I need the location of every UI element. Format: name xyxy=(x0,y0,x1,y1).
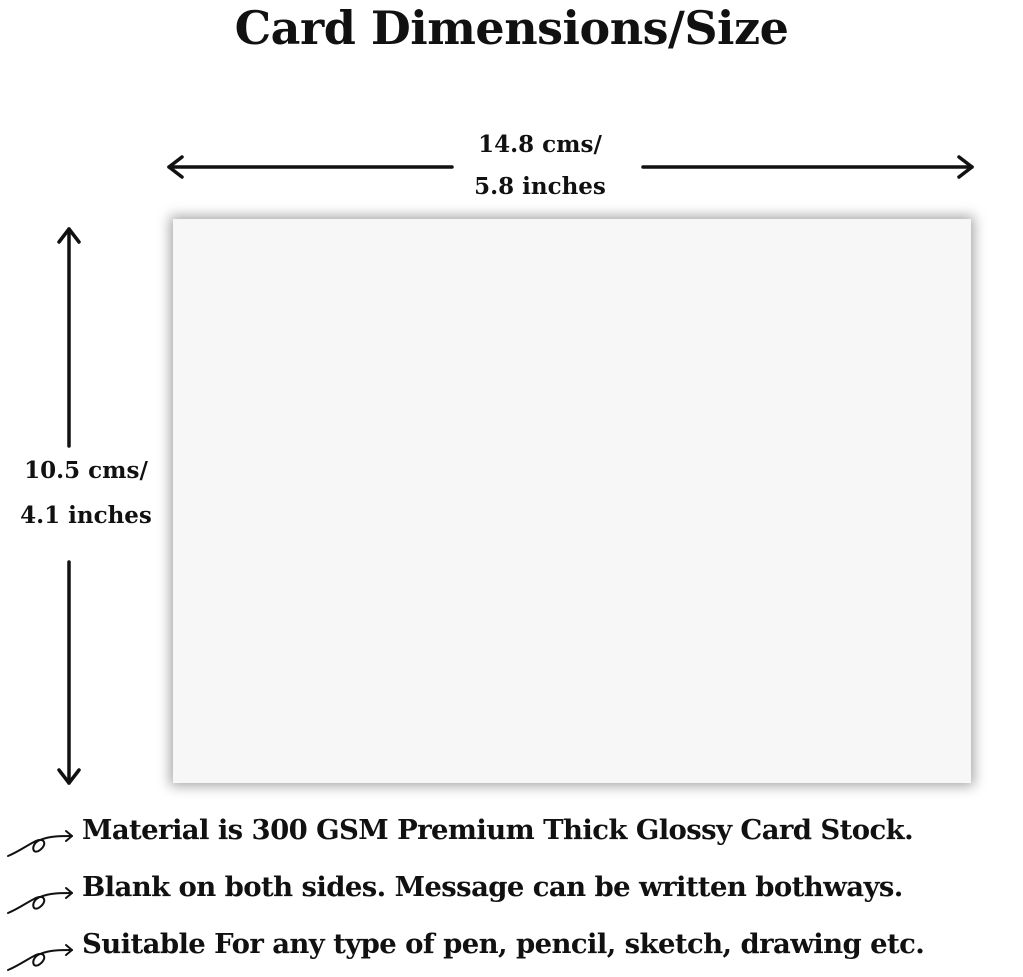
curly-arrow-icon xyxy=(7,887,73,914)
height-arrow-bottom xyxy=(57,560,81,785)
height-label-cm: 10.5 cms/ xyxy=(24,457,148,484)
feature-text: Blank on both sides. Message can be writ… xyxy=(82,871,903,903)
height-label-inches: 4.1 inches xyxy=(20,502,152,529)
curly-arrow-icon xyxy=(7,944,73,971)
feature-item: Material is 300 GSM Premium Thick Glossy… xyxy=(0,806,1023,863)
curly-arrow-icon xyxy=(7,830,73,857)
feature-item: Blank on both sides. Message can be writ… xyxy=(0,863,1023,920)
width-arrow-right xyxy=(641,155,974,179)
width-label-inches: 5.8 inches xyxy=(474,173,606,200)
feature-list: Material is 300 GSM Premium Thick Glossy… xyxy=(0,806,1023,977)
feature-item: Suitable For any type of pen, pencil, sk… xyxy=(0,920,1023,977)
height-arrow-top xyxy=(57,227,81,448)
height-label: 10.5 cms/ 4.1 inches xyxy=(6,448,166,538)
width-label: 14.8 cms/ 5.8 inches xyxy=(440,124,640,208)
width-arrow-left xyxy=(167,155,454,179)
card-outline xyxy=(173,219,971,783)
width-label-cm: 14.8 cms/ xyxy=(478,131,602,158)
feature-text: Material is 300 GSM Premium Thick Glossy… xyxy=(82,814,914,846)
page-title: Card Dimensions/Size xyxy=(234,1,789,55)
feature-text: Suitable For any type of pen, pencil, sk… xyxy=(82,928,925,960)
